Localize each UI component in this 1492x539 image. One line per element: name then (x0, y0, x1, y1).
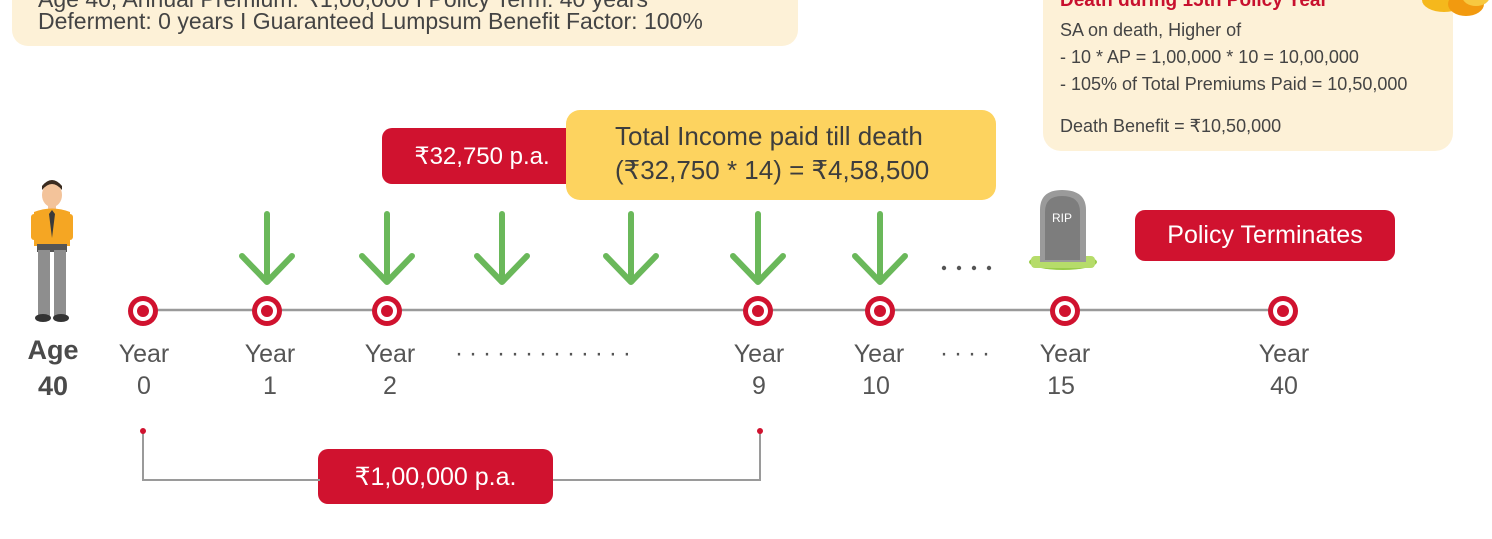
policy-info-line-1: Age 40, Annual Premium: ₹1,00,000 I Poli… (38, 0, 648, 13)
premium-bracket (142, 432, 761, 481)
death-benefit-title: Death during 15th Policy Year (1060, 0, 1328, 11)
arrow-down-icon (603, 211, 659, 285)
lower-ellipsis: ············· (455, 340, 637, 367)
tombstone-icon: RIP (1029, 190, 1097, 270)
year-label: Year (364, 340, 416, 368)
year-15-marker (1050, 296, 1080, 326)
death-benefit-total: Death Benefit = ₹10,50,000 (1060, 116, 1282, 136)
year-label: Year (244, 340, 296, 368)
person-icon (31, 180, 73, 322)
age-label: Age (27, 335, 79, 365)
coins-icon (1422, 0, 1489, 16)
year-value: 1 (263, 372, 277, 400)
year-label: Year (853, 340, 905, 368)
year-label: Year (1258, 340, 1310, 368)
arrow-down-icon (239, 211, 295, 285)
payout-arrows (239, 211, 908, 285)
year-label: Year (733, 340, 785, 368)
timeline-markers (128, 296, 1298, 326)
death-benefit-line-3: - 105% of Total Premiums Paid = 10,50,00… (1060, 74, 1408, 94)
year-value: 10 (862, 372, 890, 400)
year-2-marker (372, 296, 402, 326)
arrow-down-icon (730, 211, 786, 285)
annual-payout-pill: ₹32,750 p.a. (382, 128, 582, 184)
policy-terminates-pill: Policy Terminates (1135, 210, 1395, 261)
year-value: 15 (1047, 372, 1075, 400)
svg-text:RIP: RIP (1052, 211, 1072, 225)
year-10-marker (865, 296, 895, 326)
year-9-marker (743, 296, 773, 326)
total-income-line-1: Total Income paid till death (615, 121, 923, 151)
arrow-down-icon (852, 211, 908, 285)
year-value: 0 (137, 372, 151, 400)
year-40-marker (1268, 296, 1298, 326)
total-income-line-2: (₹32,750 * 14) = ₹4,58,500 (615, 155, 930, 185)
year-0-marker (128, 296, 158, 326)
age-value: 40 (37, 371, 69, 401)
lower-ellipsis: ···· (940, 340, 996, 367)
death-benefit-line-1: SA on death, Higher of (1060, 20, 1242, 40)
arrow-down-icon (359, 211, 415, 285)
death-benefit-line-2: - 10 * AP = 1,00,000 * 10 = 10,00,000 (1060, 47, 1359, 67)
annual-premium-pill: ₹1,00,000 p.a. (318, 449, 553, 504)
year-value: 40 (1270, 372, 1298, 400)
year-label: Year (1039, 340, 1091, 368)
year-value: 2 (383, 372, 397, 400)
year-label: Year (118, 340, 170, 368)
upper-ellipsis (941, 265, 992, 271)
year-1-marker (252, 296, 282, 326)
policy-info-line-2: Deferment: 0 years I Guaranteed Lumpsum … (38, 8, 703, 34)
total-income-box (566, 110, 996, 200)
year-value: 9 (752, 372, 766, 400)
policy-info-box (12, 0, 798, 46)
arrow-down-icon (474, 211, 530, 285)
death-benefit-box (1043, 0, 1453, 151)
